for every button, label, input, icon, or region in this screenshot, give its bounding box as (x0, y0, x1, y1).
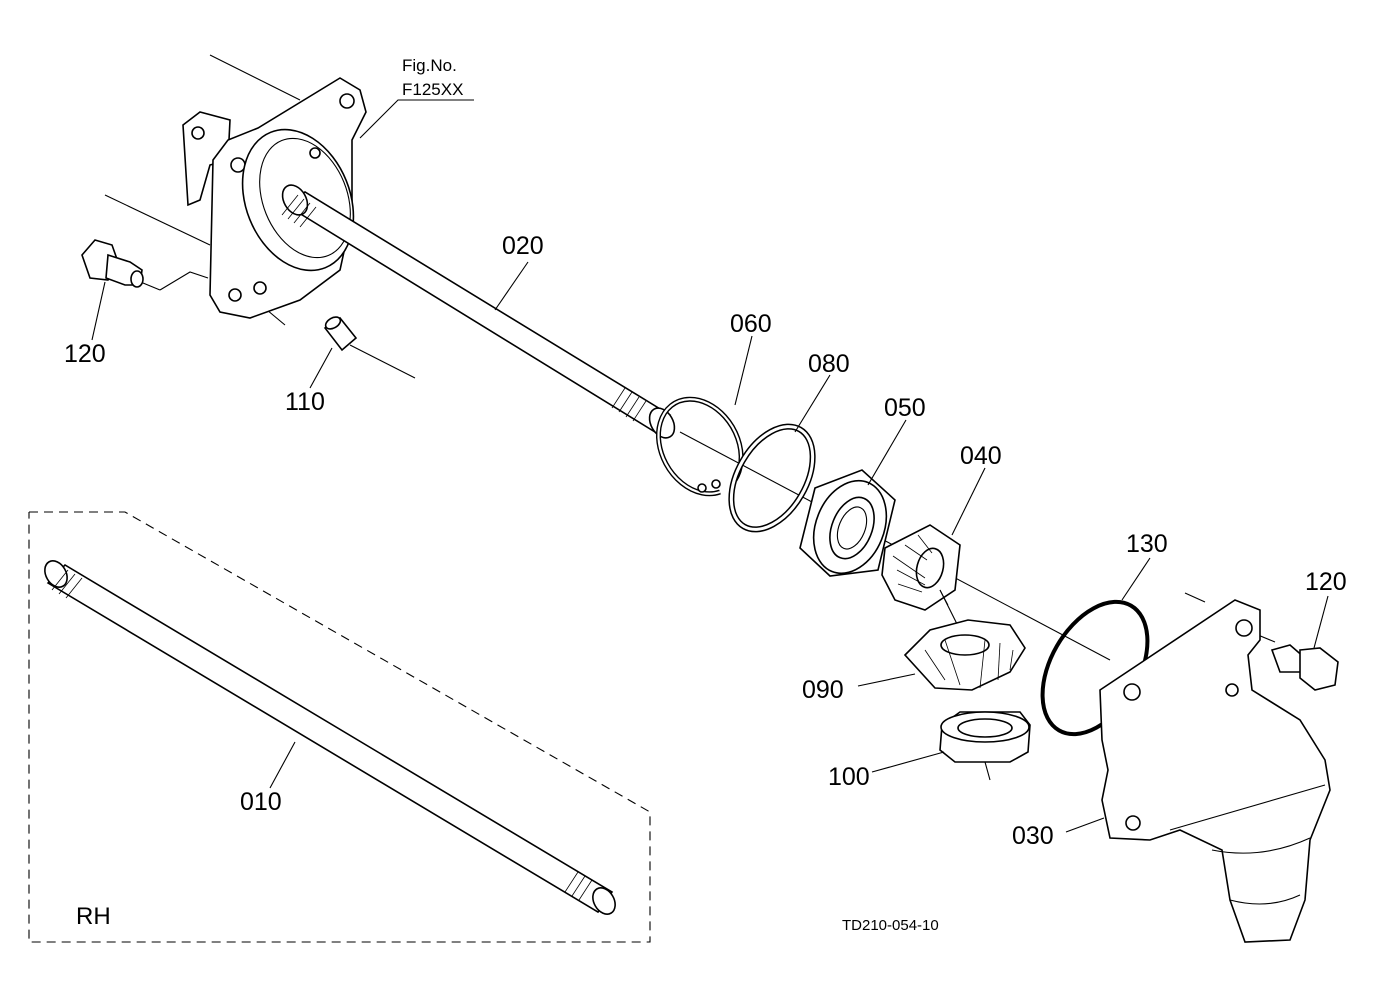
fig-no-value: F125XX (402, 80, 463, 99)
callout-060: 060 (730, 310, 772, 338)
bearing-050 (799, 469, 896, 577)
callout-080: 080 (808, 350, 850, 378)
rh-variant-box (28, 511, 651, 943)
bearing-100 (939, 711, 1031, 763)
shaft-020 (281, 184, 676, 439)
rh-label: RH (76, 903, 111, 930)
plug-120-left (81, 239, 209, 291)
bevel-gear-040 (881, 524, 961, 611)
flange-housing (104, 54, 416, 379)
case-030 (1099, 592, 1331, 943)
callout-120-right: 120 (1305, 568, 1347, 596)
callout-010: 010 (240, 788, 282, 816)
pin-110 (323, 316, 358, 352)
callout-120-left: 120 (64, 340, 106, 368)
bevel-gear-090 (903, 619, 1026, 691)
callout-100: 100 (828, 763, 870, 791)
circlip-060 (656, 396, 744, 497)
fig-no-label: Fig.No. (402, 56, 457, 75)
plug-120-right (1270, 644, 1339, 691)
drawing-code: TD210-054-10 (842, 917, 939, 934)
callout-110: 110 (285, 388, 325, 416)
callout-040: 040 (960, 442, 1002, 470)
ring-080 (728, 423, 816, 533)
shaft-010 (44, 560, 616, 915)
callout-130: 130 (1126, 530, 1168, 558)
callout-020: 020 (502, 232, 544, 260)
callout-030: 030 (1012, 822, 1054, 850)
leader-lines (91, 99, 1329, 833)
callout-090: 090 (802, 676, 844, 704)
callout-050: 050 (884, 394, 926, 422)
